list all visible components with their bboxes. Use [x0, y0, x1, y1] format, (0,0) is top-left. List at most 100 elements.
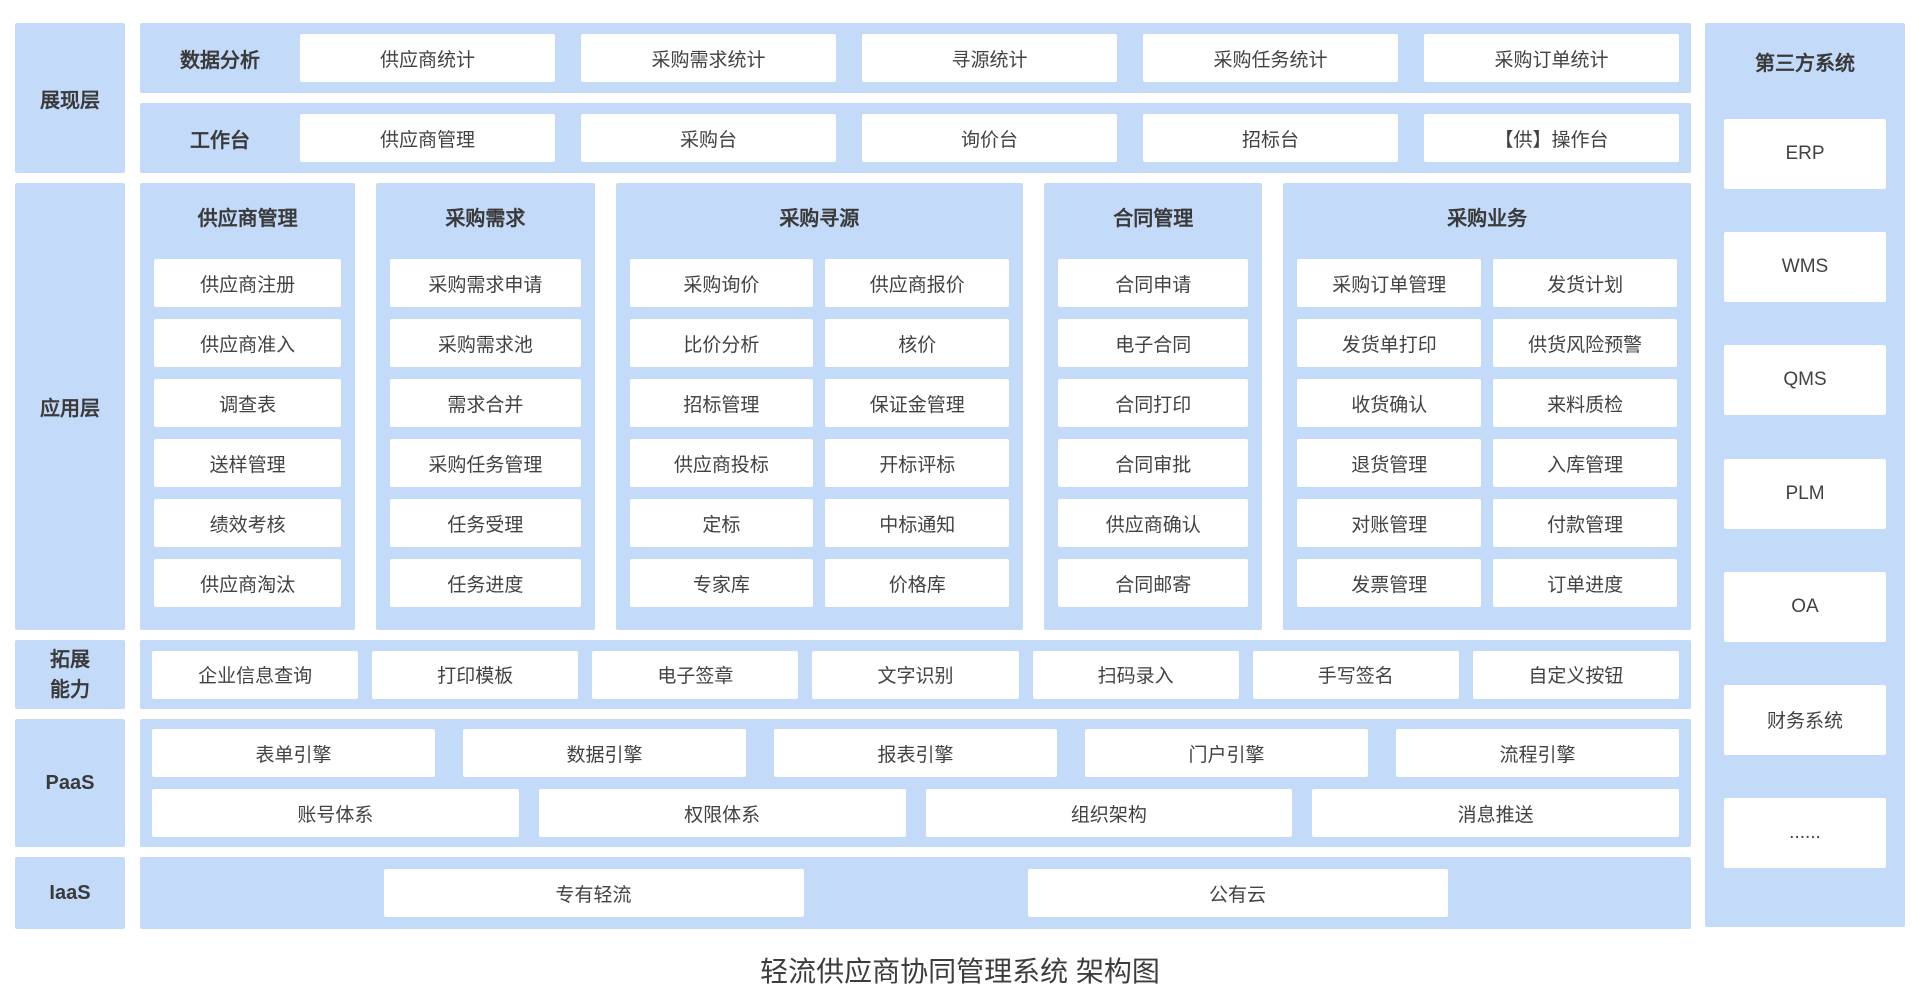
- module-box: 手写签名: [1252, 650, 1459, 699]
- app-column-sourcing: 采购寻源 采购询价 供应商报价 比价分析 核价 招标管理 保证金管理 供应商投标…: [615, 183, 1024, 630]
- module-box: 来料质检: [1493, 379, 1677, 427]
- module-box: 开标评标: [825, 439, 1010, 487]
- module-box: 比价分析: [629, 319, 814, 367]
- module-box: 发票管理: [1297, 559, 1482, 607]
- module-box: 供货风险预警: [1493, 319, 1677, 367]
- data-analysis-label: 数据分析: [180, 49, 260, 72]
- module-box: 需求合并: [390, 379, 581, 427]
- module-box: 供应商统计: [300, 34, 555, 82]
- module-box: 采购需求池: [390, 319, 581, 367]
- diagram-caption: 轻流供应商协同管理系统 架构图: [760, 956, 1160, 987]
- app-column-title: 合同管理: [1113, 208, 1194, 230]
- third-party-systems-boxes: ERP WMS QMS PLM OA 财务系统 ......: [1724, 76, 1886, 911]
- module-box: 对账管理: [1297, 499, 1482, 547]
- module-box: 价格库: [825, 559, 1010, 607]
- paas-layer-label: PaaS: [15, 719, 125, 847]
- extension-capability-label: 拓展能力: [15, 640, 125, 709]
- workbench-boxes: 供应商管理 采购台 询价台 招标台 【供】操作台: [300, 114, 1679, 162]
- app-column-boxes: 采购需求申请 采购需求池 需求合并 采购任务管理 任务受理 任务进度: [390, 259, 581, 607]
- module-box: 核价: [825, 319, 1010, 367]
- module-box: 【供】操作台: [1424, 114, 1679, 162]
- module-box: 权限体系: [538, 789, 906, 837]
- module-box: 合同审批: [1058, 439, 1249, 487]
- module-box: 流程引擎: [1396, 729, 1679, 777]
- iaas-layer-row: IaaS 专有轻流 公有云: [15, 857, 1691, 929]
- module-box: 电子合同: [1058, 319, 1249, 367]
- module-box: 合同申请: [1058, 259, 1249, 307]
- module-box: 绩效考核: [154, 499, 342, 547]
- module-box: 自定义按钮: [1472, 650, 1679, 699]
- module-box: 供应商淘汰: [154, 559, 342, 607]
- module-box: 发货单打印: [1297, 319, 1482, 367]
- paas-systems-row: 账号体系 权限体系 组织架构 消息推送: [152, 789, 1679, 837]
- module-box: 中标通知: [825, 499, 1010, 547]
- module-box: 门户引擎: [1085, 729, 1368, 777]
- module-box: 招标管理: [629, 379, 814, 427]
- module-box: 任务受理: [390, 499, 581, 547]
- data-analysis-bar: 数据分析 供应商统计 采购需求统计 寻源统计 采购任务统计 采购订单统计: [140, 23, 1691, 93]
- module-box: 打印模板: [372, 650, 579, 699]
- app-column-purchase-demand: 采购需求 采购需求申请 采购需求池 需求合并 采购任务管理 任务受理 任务进度: [376, 183, 595, 630]
- extension-capability-row: 拓展能力 企业信息查询 打印模板 电子签章 文字识别 扫码录入 手写签名 自定义…: [15, 640, 1691, 709]
- module-box: 采购订单统计: [1424, 34, 1679, 82]
- application-layer-label: 应用层: [15, 183, 125, 630]
- third-party-systems-panel: 第三方系统 ERP WMS QMS PLM OA 财务系统 ......: [1705, 23, 1905, 927]
- presentation-layer-label: 展现层: [15, 23, 125, 173]
- module-box: 保证金管理: [825, 379, 1010, 427]
- module-box: 专家库: [629, 559, 814, 607]
- paas-engines-row: 表单引擎 数据引擎 报表引擎 门户引擎 流程引擎: [152, 729, 1679, 777]
- module-box: QMS: [1724, 345, 1886, 416]
- module-box: OA: [1724, 571, 1886, 642]
- module-box: 供应商确认: [1058, 499, 1249, 547]
- module-box: 采购需求统计: [581, 34, 836, 82]
- module-box: 专有轻流: [383, 869, 804, 917]
- diagram-main-area: 展现层 数据分析 供应商统计 采购需求统计 寻源统计 采购任务统计 采购订单统计: [15, 23, 1691, 929]
- app-column-title: 采购业务: [1447, 208, 1528, 230]
- diagram-body: 展现层 数据分析 供应商统计 采购需求统计 寻源统计 采购任务统计 采购订单统计: [15, 23, 1905, 929]
- module-box: 询价台: [862, 114, 1117, 162]
- module-box: 文字识别: [812, 650, 1019, 699]
- workbench-label: 工作台: [190, 129, 250, 152]
- module-box: 供应商投标: [629, 439, 814, 487]
- module-box: 采购订单管理: [1297, 259, 1482, 307]
- module-box: 采购台: [581, 114, 836, 162]
- app-column-purchase-business: 采购业务 采购订单管理 发货计划 发货单打印 供货风险预警 收货确认 来料质检 …: [1283, 183, 1691, 630]
- module-box: 报表引擎: [774, 729, 1057, 777]
- application-layer-row: 应用层 供应商管理 供应商注册 供应商准入 调查表 送样管理 绩效考核 供应商淘…: [15, 183, 1691, 630]
- module-box: 消息推送: [1312, 789, 1679, 837]
- module-box: 企业信息查询: [152, 650, 359, 699]
- application-columns: 供应商管理 供应商注册 供应商准入 调查表 送样管理 绩效考核 供应商淘汰 采购…: [140, 183, 1691, 630]
- module-box: 公有云: [1027, 869, 1448, 917]
- module-box: WMS: [1724, 232, 1886, 303]
- iaas-boxes: 专有轻流 公有云: [140, 857, 1691, 929]
- extension-capability-boxes: 企业信息查询 打印模板 电子签章 文字识别 扫码录入 手写签名 自定义按钮: [140, 640, 1691, 709]
- module-box: 入库管理: [1493, 439, 1677, 487]
- module-box: 调查表: [154, 379, 342, 427]
- module-box: 付款管理: [1493, 499, 1677, 547]
- module-box: 供应商报价: [825, 259, 1010, 307]
- module-box: 账号体系: [152, 789, 519, 837]
- module-box: 组织架构: [925, 789, 1293, 837]
- module-box: 供应商注册: [154, 259, 342, 307]
- presentation-layer-row: 展现层 数据分析 供应商统计 采购需求统计 寻源统计 采购任务统计 采购订单统计: [15, 23, 1691, 173]
- app-column-title: 采购需求: [445, 208, 526, 230]
- module-box: 供应商管理: [300, 114, 555, 162]
- data-analysis-boxes: 供应商统计 采购需求统计 寻源统计 采购任务统计 采购订单统计: [300, 34, 1679, 82]
- presentation-layer-content: 数据分析 供应商统计 采购需求统计 寻源统计 采购任务统计 采购订单统计 工作台…: [140, 23, 1691, 173]
- module-box: 扫码录入: [1032, 650, 1239, 699]
- module-box: 寻源统计: [862, 34, 1117, 82]
- module-box: 数据引擎: [463, 729, 746, 777]
- app-column-title: 采购寻源: [779, 208, 860, 230]
- app-column-boxes: 供应商注册 供应商准入 调查表 送样管理 绩效考核 供应商淘汰: [154, 259, 342, 607]
- module-box: 采购任务管理: [390, 439, 581, 487]
- module-box: PLM: [1724, 458, 1886, 529]
- paas-layer-row: PaaS 表单引擎 数据引擎 报表引擎 门户引擎 流程引擎 账号体系 权限体系 …: [15, 719, 1691, 847]
- module-box: 采购询价: [629, 259, 814, 307]
- module-box: 合同邮寄: [1058, 559, 1249, 607]
- module-box: 电子签章: [592, 650, 799, 699]
- app-column-boxes: 合同申请 电子合同 合同打印 合同审批 供应商确认 合同邮寄: [1058, 259, 1249, 607]
- module-box: 收货确认: [1297, 379, 1482, 427]
- module-box: 退货管理: [1297, 439, 1482, 487]
- module-box: 供应商准入: [154, 319, 342, 367]
